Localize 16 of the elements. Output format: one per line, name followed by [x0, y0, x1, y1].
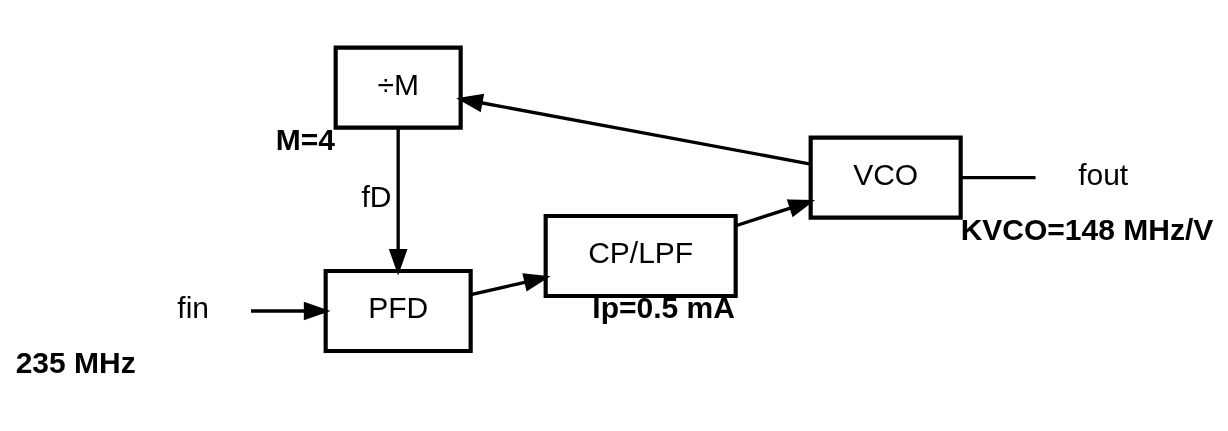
node-box: CP/LPF	[543, 213, 738, 298]
arrow	[735, 198, 816, 227]
node-label: M=4	[275, 122, 335, 156]
node-box: ÷M	[333, 45, 463, 130]
arrow	[251, 301, 331, 320]
node-box: PFD	[323, 268, 473, 353]
node-text: fin	[177, 290, 210, 324]
arrow	[470, 272, 551, 296]
node-box: VCO	[808, 135, 963, 220]
node-label: KVCO=148 MHz/V	[960, 212, 1214, 246]
node-label: 235 MHz	[15, 345, 136, 379]
arrow	[388, 127, 408, 276]
connector	[961, 175, 1036, 179]
node-text: fout	[1078, 157, 1129, 191]
arrow	[456, 93, 811, 166]
edge-label: fD	[361, 179, 392, 213]
